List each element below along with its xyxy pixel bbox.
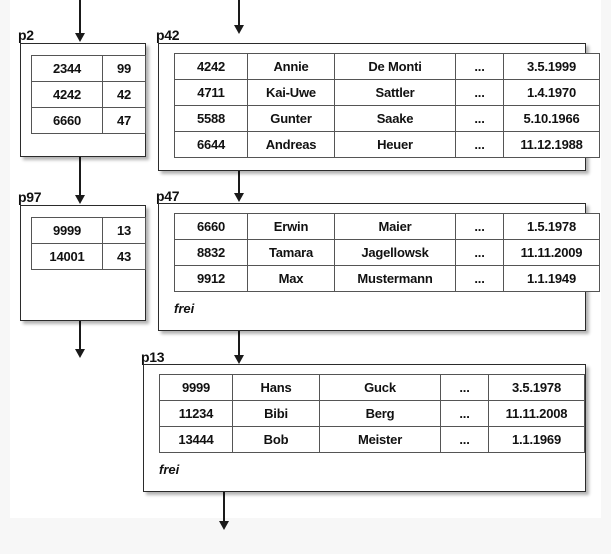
cell-pointer: 13 bbox=[102, 217, 146, 244]
table-row[interactable]: 5588 Gunter Saake ... 5.10.1966 bbox=[174, 105, 600, 132]
cell-date: 1.1.1969 bbox=[488, 426, 585, 453]
cell-more: ... bbox=[455, 79, 504, 106]
cell-more: ... bbox=[440, 400, 489, 427]
table-row[interactable]: 9912 Max Mustermann ... 1.1.1949 bbox=[174, 265, 600, 292]
table-row[interactable]: 4242 Annie De Monti ... 3.5.1999 bbox=[174, 53, 600, 80]
cell-more: ... bbox=[440, 426, 489, 453]
diagram-canvas: p2 2344 99 4242 42 6660 47 p42 bbox=[10, 0, 601, 530]
free-space-label-p47: frei bbox=[174, 301, 195, 316]
cell-more: ... bbox=[455, 265, 504, 292]
page-label-p42: p42 bbox=[156, 27, 180, 43]
page-block-p47[interactable]: 6660 Erwin Maier ... 1.5.1978 8832 Tamar… bbox=[158, 203, 600, 331]
cell-lastname: Meister bbox=[319, 426, 441, 453]
cell-firstname: Erwin bbox=[247, 213, 335, 240]
cell-id: 6644 bbox=[174, 131, 248, 158]
cell-id: 6660 bbox=[174, 213, 248, 240]
table-row[interactable]: 14001 43 bbox=[31, 243, 146, 270]
cell-key: 14001 bbox=[31, 243, 103, 270]
page-label-p2: p2 bbox=[18, 27, 34, 43]
page-label-p13: p13 bbox=[141, 349, 165, 365]
cell-id: 4242 bbox=[174, 53, 248, 80]
cell-more: ... bbox=[455, 131, 504, 158]
page-label-p97: p97 bbox=[18, 189, 42, 205]
cell-key: 2344 bbox=[31, 55, 103, 82]
cell-pointer: 99 bbox=[102, 55, 146, 82]
cell-more: ... bbox=[455, 239, 504, 266]
table-row[interactable]: 13444 Bob Meister ... 1.1.1969 bbox=[159, 426, 585, 453]
page-block-p2[interactable]: 2344 99 4242 42 6660 47 bbox=[20, 43, 146, 157]
cell-more: ... bbox=[455, 53, 504, 80]
cell-lastname: Saake bbox=[334, 105, 456, 132]
free-space-label-p13: frei bbox=[159, 462, 180, 477]
table-row[interactable]: 6660 47 bbox=[31, 107, 146, 134]
cell-lastname: Jagellowsk bbox=[334, 239, 456, 266]
cell-id: 13444 bbox=[159, 426, 233, 453]
cell-firstname: Gunter bbox=[247, 105, 335, 132]
cell-id: 11234 bbox=[159, 400, 233, 427]
cell-firstname: Bibi bbox=[232, 400, 320, 427]
cell-lastname: Guck bbox=[319, 374, 441, 401]
cell-lastname: Sattler bbox=[334, 79, 456, 106]
cell-id: 9999 bbox=[159, 374, 233, 401]
record-table-p42: 4242 Annie De Monti ... 3.5.1999 4711 Ka… bbox=[174, 53, 600, 158]
record-table-p47: 6660 Erwin Maier ... 1.5.1978 8832 Tamar… bbox=[174, 213, 600, 292]
cell-lastname: Maier bbox=[334, 213, 456, 240]
table-row[interactable]: 9999 13 bbox=[31, 217, 146, 244]
cell-date: 1.4.1970 bbox=[503, 79, 600, 106]
cell-pointer: 43 bbox=[102, 243, 146, 270]
table-row[interactable]: 6644 Andreas Heuer ... 11.12.1988 bbox=[174, 131, 600, 158]
table-row[interactable]: 2344 99 bbox=[31, 55, 146, 82]
cell-lastname: De Monti bbox=[334, 53, 456, 80]
cell-firstname: Hans bbox=[232, 374, 320, 401]
record-table-p97: 9999 13 14001 43 bbox=[31, 217, 146, 270]
cell-more: ... bbox=[440, 374, 489, 401]
cell-pointer: 42 bbox=[102, 81, 146, 108]
table-row[interactable]: 4242 42 bbox=[31, 81, 146, 108]
cell-firstname: Kai-Uwe bbox=[247, 79, 335, 106]
cell-lastname: Berg bbox=[319, 400, 441, 427]
cell-id: 5588 bbox=[174, 105, 248, 132]
cell-id: 9912 bbox=[174, 265, 248, 292]
cell-date: 11.12.1988 bbox=[503, 131, 600, 158]
cell-key: 6660 bbox=[31, 107, 103, 134]
page-label-p47: p47 bbox=[156, 188, 180, 204]
cell-date: 1.1.1949 bbox=[503, 265, 600, 292]
cell-firstname: Max bbox=[247, 265, 335, 292]
cell-id: 8832 bbox=[174, 239, 248, 266]
cell-firstname: Bob bbox=[232, 426, 320, 453]
cell-pointer: 47 bbox=[102, 107, 146, 134]
table-row[interactable]: 9999 Hans Guck ... 3.5.1978 bbox=[159, 374, 585, 401]
table-row[interactable]: 11234 Bibi Berg ... 11.11.2008 bbox=[159, 400, 585, 427]
cell-key: 9999 bbox=[31, 217, 103, 244]
cell-firstname: Annie bbox=[247, 53, 335, 80]
cell-date: 3.5.1999 bbox=[503, 53, 600, 80]
page-block-p42[interactable]: 4242 Annie De Monti ... 3.5.1999 4711 Ka… bbox=[158, 43, 600, 171]
cell-id: 4711 bbox=[174, 79, 248, 106]
table-row[interactable]: 6660 Erwin Maier ... 1.5.1978 bbox=[174, 213, 600, 240]
cell-date: 11.11.2009 bbox=[503, 239, 600, 266]
table-row[interactable]: 4711 Kai-Uwe Sattler ... 1.4.1970 bbox=[174, 79, 600, 106]
cell-more: ... bbox=[455, 213, 504, 240]
cell-firstname: Andreas bbox=[247, 131, 335, 158]
cell-lastname: Mustermann bbox=[334, 265, 456, 292]
cell-lastname: Heuer bbox=[334, 131, 456, 158]
cell-date: 11.11.2008 bbox=[488, 400, 585, 427]
record-table-p2: 2344 99 4242 42 6660 47 bbox=[31, 55, 146, 134]
page-block-p97[interactable]: 9999 13 14001 43 bbox=[20, 205, 146, 321]
page-block-p13[interactable]: 9999 Hans Guck ... 3.5.1978 11234 Bibi B… bbox=[143, 364, 586, 492]
cell-more: ... bbox=[455, 105, 504, 132]
cell-date: 1.5.1978 bbox=[503, 213, 600, 240]
cell-date: 5.10.1966 bbox=[503, 105, 600, 132]
cell-date: 3.5.1978 bbox=[488, 374, 585, 401]
cell-key: 4242 bbox=[31, 81, 103, 108]
table-row[interactable]: 8832 Tamara Jagellowsk ... 11.11.2009 bbox=[174, 239, 600, 266]
record-table-p13: 9999 Hans Guck ... 3.5.1978 11234 Bibi B… bbox=[159, 374, 585, 453]
cell-firstname: Tamara bbox=[247, 239, 335, 266]
